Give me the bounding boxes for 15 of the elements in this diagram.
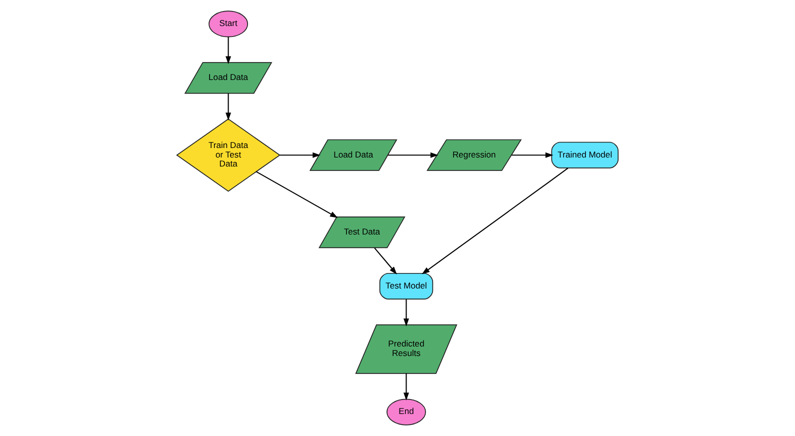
arrow <box>404 299 409 326</box>
arrow <box>226 36 232 64</box>
node-diamond: Train Data or Test Data <box>176 118 281 192</box>
arrow <box>374 248 397 274</box>
node-box: Test Model <box>379 272 434 300</box>
node-ellipse: Start <box>208 10 248 38</box>
arrow <box>280 152 321 158</box>
node-ellipse: End <box>386 398 426 426</box>
arrow <box>404 373 409 400</box>
node-box: Trained Model <box>551 142 619 168</box>
arrow <box>226 93 232 121</box>
arrow <box>388 152 438 158</box>
arrow <box>512 152 554 158</box>
arrow <box>256 171 338 218</box>
arrow <box>422 168 568 274</box>
